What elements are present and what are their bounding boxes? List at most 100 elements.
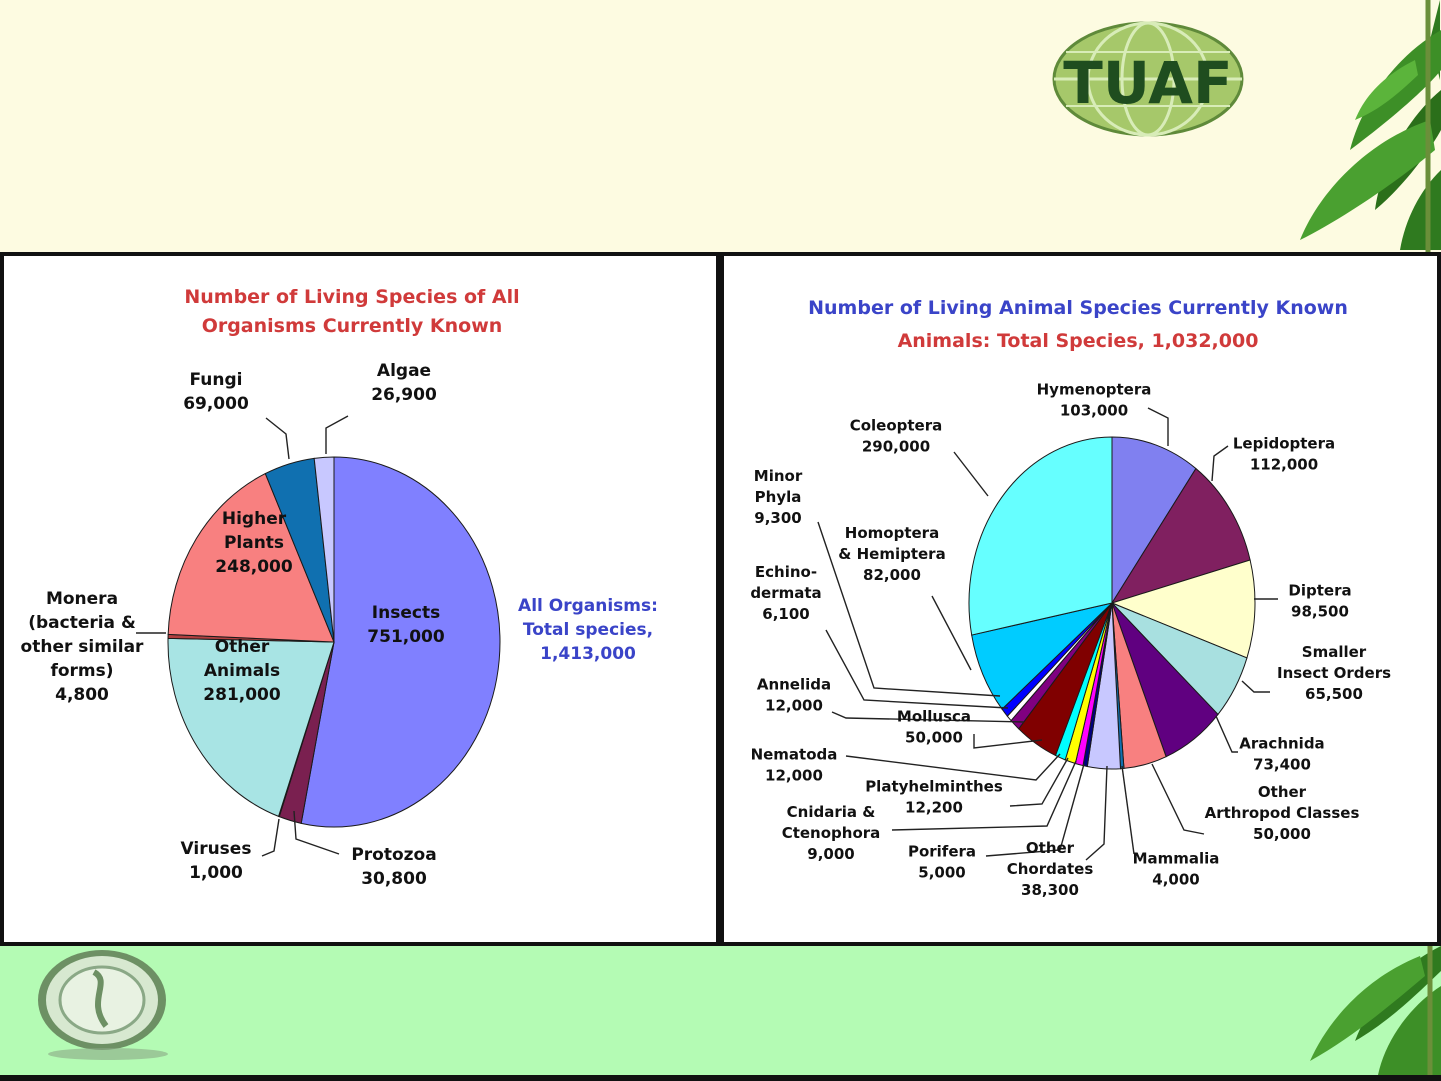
slice-label-text: Plants	[224, 533, 284, 553]
leader-line-viruses	[261, 818, 280, 857]
slice-label-text: Mammalia	[1133, 850, 1220, 868]
slice-label-annelida: Annelida 12,000	[757, 676, 831, 715]
animals-pie-chart: Number of Living Animal Species Currentl…	[750, 297, 1391, 899]
tuaf-logo: TUAF	[1052, 21, 1244, 137]
leader-line-platyhelminthes	[1009, 757, 1069, 807]
leader-line-nematoda	[845, 753, 1061, 781]
slice-label-text: dermata	[750, 584, 821, 602]
slice-value-text: 9,300	[754, 509, 801, 527]
slice-label-text: Platyhelminthes	[865, 778, 1003, 796]
slice-value-text: 38,300	[1021, 881, 1079, 899]
slice-value-text: 4,000	[1152, 871, 1199, 889]
slice-label-homoptera-hemiptera: Homoptera & Hemiptera 82,000	[838, 524, 945, 584]
slice-value-text: 103,000	[1060, 402, 1128, 420]
slice-label-text: Lepidoptera	[1233, 435, 1335, 453]
slice-label-text: Protozoa	[351, 845, 436, 865]
leader-line-lepidoptera	[1211, 445, 1229, 482]
slice-value-text: 82,000	[863, 566, 921, 584]
slice-label-text: Echino-	[755, 563, 817, 581]
pie-slice-higher-plants	[167, 472, 335, 643]
slice-label-text: Insect Orders	[1277, 664, 1391, 682]
slice-label-text: Animals	[204, 661, 280, 681]
slice-label-text: other similar	[21, 637, 145, 657]
bamboo-leaves-icon	[1300, 0, 1441, 252]
university-seal-icon	[38, 950, 168, 1060]
slice-value-text: 1,000	[189, 863, 243, 883]
slice-value-text: 50,000	[1253, 825, 1311, 843]
slice-label-text: Annelida	[757, 676, 831, 694]
leader-line-minor-phyla	[817, 521, 1001, 697]
slice-value-text: 73,400	[1253, 756, 1311, 774]
slice-label-text: Homoptera	[845, 524, 939, 542]
slice-label-text: Porifera	[908, 843, 976, 861]
slice-label-text: Coleoptera	[850, 417, 943, 435]
chart-title-line-1: Number of Living Species of All	[184, 286, 519, 308]
slice-label-text: Smaller	[1302, 643, 1367, 661]
slice-label-text: Higher	[222, 509, 287, 529]
organisms-chart-panel: Number of Living Species of All Organism…	[0, 252, 720, 946]
slice-label-text: Ctenophora	[782, 824, 881, 842]
pie-slice-other-animals	[167, 637, 335, 818]
leader-line-other-chordates	[1085, 765, 1108, 861]
slice-label-text: Chordates	[1007, 860, 1094, 878]
leader-line-porifera	[985, 763, 1085, 857]
slice-value-text: 5,000	[918, 864, 965, 882]
slice-value-text: 4,800	[55, 685, 109, 705]
slice-label-text: & Hemiptera	[838, 545, 945, 563]
slice-label-text: Hymenoptera	[1037, 381, 1152, 399]
slice-label-mammalia: Mammalia 4,000	[1133, 850, 1220, 889]
leader-line-algae	[325, 415, 349, 454]
leader-line-fungi	[265, 417, 290, 460]
slice-value-text: 26,900	[371, 385, 437, 405]
slice-label-text: Nematoda	[751, 746, 838, 764]
slice-label-text: Arachnida	[1239, 735, 1324, 753]
slice-value-text: 12,000	[765, 697, 823, 715]
slice-label-text: Algae	[377, 361, 431, 381]
slice-value-text: 281,000	[203, 685, 281, 705]
slice-label-text: forms)	[50, 661, 113, 681]
pie-slice-algae	[313, 456, 335, 643]
slice-value-text: 751,000	[367, 627, 445, 647]
slice-value-text: 248,000	[215, 557, 293, 577]
slice-label-arachnida: Arachnida 73,400	[1239, 735, 1324, 774]
slice-value-text: 69,000	[183, 394, 249, 414]
leader-line-echino-dermata	[825, 629, 1009, 709]
leader-line-mammalia	[1121, 765, 1135, 855]
slice-label-text: Monera	[46, 589, 118, 609]
slice-label-text: Diptera	[1288, 582, 1351, 600]
slice-value-text: 112,000	[1250, 456, 1318, 474]
pie-slice-lepidoptera	[1110, 467, 1251, 604]
chart-title-line-2: Organisms Currently Known	[202, 315, 503, 337]
slice-value-text: 98,500	[1291, 603, 1349, 621]
slice-label-text: Viruses	[181, 839, 252, 859]
leader-line-cnidaria-ctenophora	[891, 760, 1077, 831]
slice-value-text: 30,800	[361, 869, 427, 889]
leader-line-homoptera-hemiptera	[931, 595, 972, 671]
slice-label-insects: Insects 751,000	[367, 603, 445, 647]
chart-title: Number of Living Animal Species Currentl…	[808, 297, 1348, 319]
slice-label-text: Phyla	[755, 488, 802, 506]
slice-label-text: Insects	[372, 603, 440, 623]
total-label-line-3: 1,413,000	[540, 644, 636, 664]
footer-band	[0, 945, 1441, 1081]
leader-line-coleoptera	[953, 451, 989, 497]
slice-label-text: Minor	[754, 467, 803, 485]
slice-label-porifera: Porifera 5,000	[908, 843, 976, 882]
slice-label-diptera: Diptera 98,500	[1288, 582, 1351, 621]
animals-chart-panel: Number of Living Animal Species Currentl…	[720, 252, 1441, 946]
leader-line-hymenoptera	[1147, 407, 1169, 446]
leader-line-mollusca	[973, 734, 1043, 749]
slice-label-text: Other	[1026, 839, 1075, 857]
pie-slice-insects	[300, 456, 501, 828]
leader-line-protozoa	[293, 810, 340, 855]
